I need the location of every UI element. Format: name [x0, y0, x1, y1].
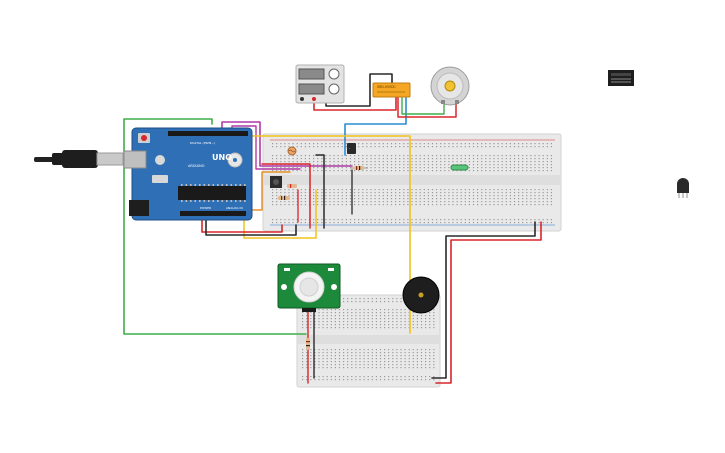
lcd-module-small[interactable]: [608, 70, 634, 86]
wire-purple-2: [231, 125, 301, 170]
resistor-1[interactable]: [350, 166, 368, 170]
wire-red-motor: [397, 95, 457, 118]
lower-breadboard[interactable]: [296, 294, 441, 388]
wire-red-arduino: [201, 215, 283, 233]
usb-port: [123, 150, 147, 169]
led-green[interactable]: [450, 164, 469, 171]
wire-green-motor: [401, 95, 445, 115]
piezo-buzzer[interactable]: [402, 276, 440, 314]
power-label: POWER: [200, 206, 211, 210]
crystal: [152, 175, 168, 183]
arduino-brand: UNO: [212, 153, 232, 162]
pir-motion-sensor[interactable]: [277, 263, 341, 312]
wire-orange: [249, 171, 291, 211]
wire-red-relay: [313, 95, 397, 111]
power-jack: [129, 200, 149, 216]
relay-module[interactable]: SRD-05VDC: [372, 82, 411, 98]
digital-header: [168, 131, 248, 136]
arduino-uno-board[interactable]: UNO ARDUINO DIGITAL (PWM~) POWER ANALOG …: [123, 127, 253, 221]
dc-motor[interactable]: [430, 66, 470, 106]
relay-label: SRD-05VDC: [377, 85, 397, 89]
resistor-3[interactable]: [287, 184, 297, 188]
push-button[interactable]: [270, 176, 282, 188]
wire-red-right: [435, 221, 542, 384]
wire-purple: [221, 121, 353, 167]
wire-red-bb: [261, 163, 311, 229]
wire-black-right: [431, 221, 536, 379]
wire-blue: [344, 97, 407, 156]
wire-yellow-2: [243, 189, 317, 239]
resistor-lower[interactable]: [306, 338, 310, 350]
temperature-sensor[interactable]: ·: [347, 143, 356, 154]
wire-green: [123, 118, 307, 335]
wire-black-bb: [315, 154, 325, 229]
main-breadboard[interactable]: [262, 133, 562, 232]
digital-label: DIGITAL (PWM~): [190, 141, 215, 145]
wire-black-relay: [325, 73, 393, 107]
power-analog-header: [180, 211, 246, 216]
usb-cable: [34, 150, 124, 168]
svg-text:·: ·: [349, 146, 350, 151]
wire-black-arduino: [205, 215, 297, 236]
atmega-chip: [178, 186, 246, 200]
resistor-2[interactable]: [278, 196, 290, 200]
transistor[interactable]: [677, 178, 689, 198]
power-supply[interactable]: [295, 64, 345, 104]
analog-label: ANALOG IN: [226, 206, 243, 210]
photoresistor[interactable]: [287, 146, 297, 156]
arduino-maker: ARDUINO: [188, 164, 205, 168]
